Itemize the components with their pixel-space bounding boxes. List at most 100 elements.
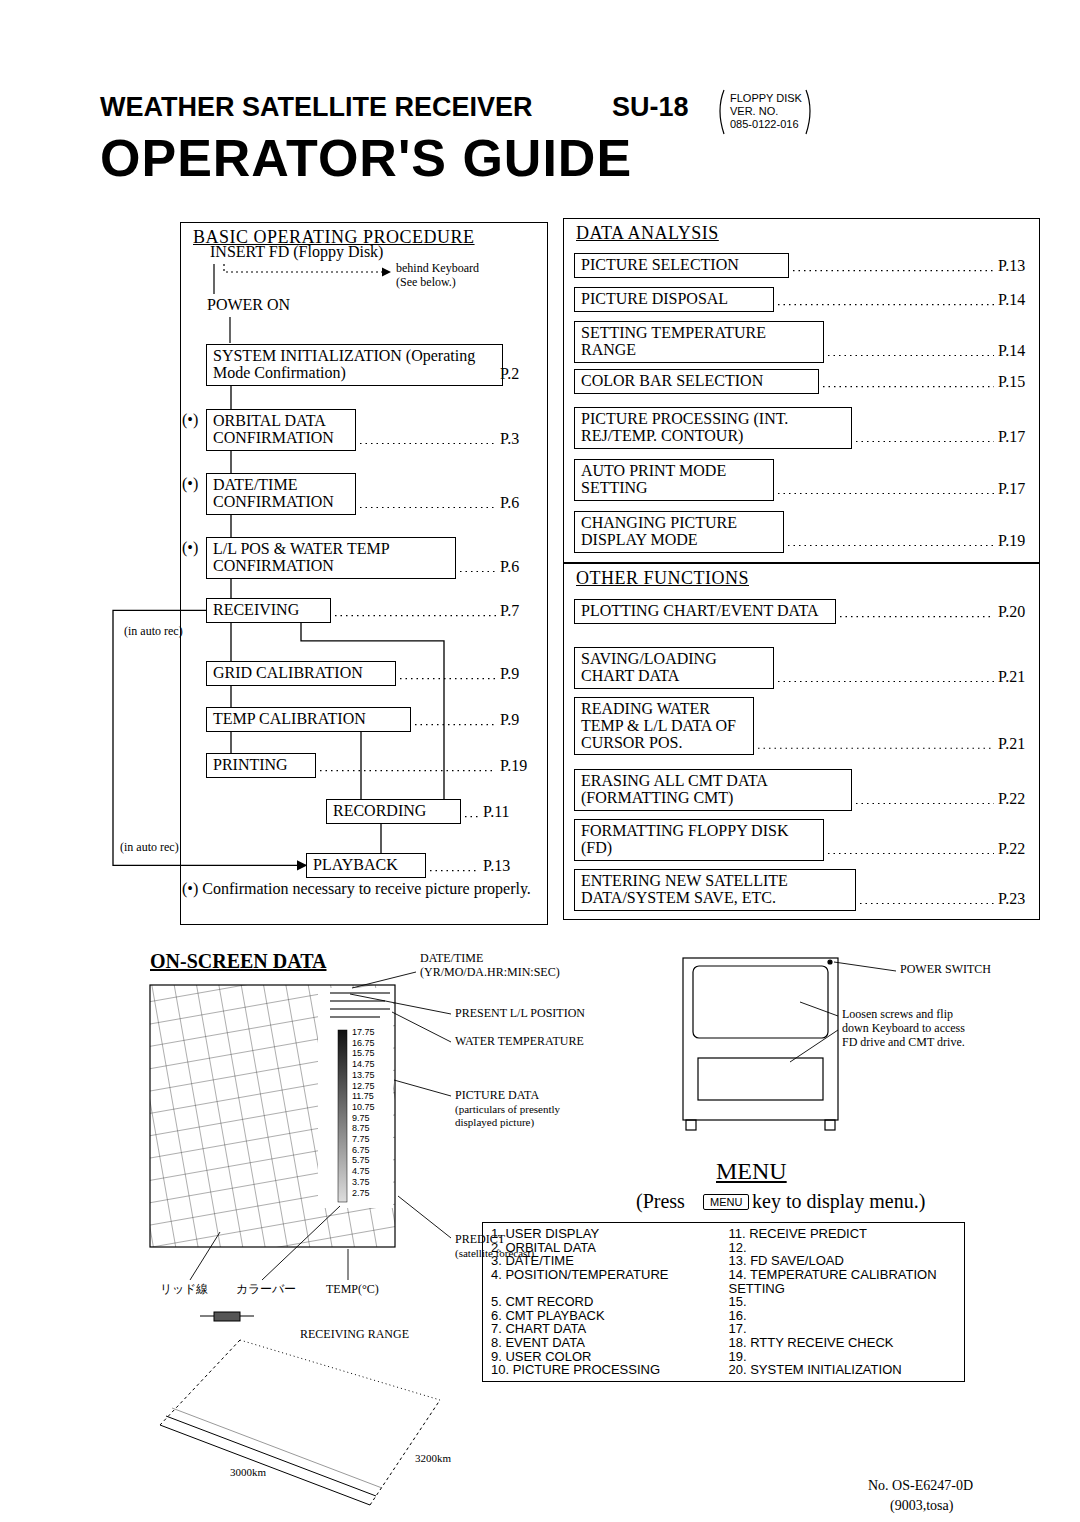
label: TEMP(°C) [326, 1283, 379, 1297]
menu-item: 18. RTTY RECEIVE CHECK [729, 1336, 957, 1350]
menu-item: 12. [729, 1241, 957, 1255]
menu-item: 20. SYSTEM INITIALIZATION [729, 1363, 957, 1377]
label: 085-0122-016 [730, 118, 799, 130]
box-text: FORMATTING FLOPPY DISK (FD) [581, 823, 817, 857]
label: Loosen screws and flip down Keyboard to … [842, 1008, 977, 1049]
label: 3000km [230, 1466, 266, 1479]
process-box: FORMATTING FLOPPY DISK (FD) [574, 819, 824, 861]
box-text: PRINTING [213, 757, 309, 774]
label: PRESENT L/L POSITION [455, 1007, 585, 1021]
box-text: PICTURE PROCESSING (INT. REJ/TEMP. CONTO… [581, 411, 845, 445]
process-box: PLOTTING CHART/EVENT DATA [574, 599, 836, 624]
dot-leader [793, 270, 994, 271]
label: POWER SWITCH [900, 963, 991, 977]
label: (in auto rec) [120, 841, 179, 855]
label: カラーバー [236, 1283, 296, 1297]
label: (•) [182, 411, 198, 429]
label: FLOPPY DISK [730, 92, 802, 104]
process-box: COLOR BAR SELECTION [574, 369, 819, 394]
floppy-bracket [720, 90, 810, 134]
process-box: SETTING TEMPERATURE RANGE [574, 321, 824, 363]
page-ref: P.21 [998, 735, 1025, 753]
label: POWER ON [207, 296, 290, 314]
box-text: GRID CALIBRATION [213, 665, 389, 682]
menu-item: 16. [729, 1309, 957, 1323]
page-ref: P.11 [483, 803, 510, 821]
dot-leader [430, 870, 479, 871]
label: (•) [182, 539, 198, 557]
process-box: ORBITAL DATA CONFIRMATION [206, 409, 356, 451]
flow-connector [230, 623, 231, 661]
label: WEATHER SATELLITE RECEIVER [100, 92, 533, 123]
label: SU-18 [612, 92, 689, 123]
label: DATE/TIME [420, 952, 483, 966]
box-text: DATE/TIME CONFIRMATION [213, 477, 349, 511]
label: 11.75 [352, 1091, 374, 1101]
box-text: AUTO PRINT MODE SETTING [581, 463, 767, 497]
label: (in auto rec) [124, 625, 183, 639]
page-ref: P.3 [500, 430, 519, 448]
process-box: ENTERING NEW SATELLITE DATA/SYSTEM SAVE,… [574, 869, 856, 911]
box-text: COLOR BAR SELECTION [581, 373, 812, 390]
process-box: PICTURE DISPOSAL [574, 287, 774, 312]
label: No. OS-E6247-0D [868, 1478, 973, 1494]
page-ref: P.22 [998, 840, 1025, 858]
box-text: RECORDING [333, 803, 454, 820]
menu-item: 13. FD SAVE/LOAD [729, 1254, 957, 1268]
box-text: PLOTTING CHART/EVENT DATA [581, 603, 829, 620]
label: リッド線 [160, 1283, 208, 1297]
label: PICTURE DATA [455, 1089, 539, 1103]
menu-item: 6. CMT PLAYBACK [491, 1309, 719, 1323]
box-text: TEMP CALIBRATION [213, 711, 404, 728]
label: 2.75 [352, 1188, 370, 1198]
label: (satellite forecast) [455, 1247, 534, 1260]
page-ref: P.14 [998, 291, 1025, 309]
box-text: SYSTEM INITIALIZATION (Operating Mode Co… [213, 348, 496, 382]
menu-item: 5. CMT RECORD [491, 1295, 719, 1309]
dot-leader [828, 853, 994, 854]
dot-leader [788, 545, 994, 546]
label: 7.75 [352, 1134, 370, 1144]
dot-leader [335, 615, 496, 616]
page-ref: P.20 [998, 603, 1025, 621]
flow-connector [230, 732, 231, 753]
page-ref: P.19 [500, 757, 527, 775]
section-panel: OTHER FUNCTIONSPLOTTING CHART/EVENT DATA… [563, 563, 1040, 920]
label: (particulars of presently displayed pict… [455, 1103, 567, 1128]
process-box: DATE/TIME CONFIRMATION [206, 473, 356, 515]
menu-item: 11. RECEIVE PREDICT [729, 1227, 957, 1241]
box-text: PICTURE DISPOSAL [581, 291, 767, 308]
label: ON-SCREEN DATA [150, 950, 327, 973]
dot-leader [460, 571, 496, 572]
dot-leader [778, 304, 994, 305]
dot-leader [860, 903, 994, 904]
box-text: PLAYBACK [313, 857, 419, 874]
label: 3200km [415, 1452, 451, 1465]
process-box: PICTURE SELECTION [574, 253, 789, 278]
process-box: SYSTEM INITIALIZATION (Operating Mode Co… [206, 344, 503, 386]
label: 4.75 [352, 1166, 370, 1176]
label: 10.75 [352, 1102, 375, 1112]
label: 9.75 [352, 1113, 370, 1123]
label: (See below.) [396, 276, 456, 290]
flow-connector [380, 824, 381, 853]
process-box: AUTO PRINT MODE SETTING [574, 459, 774, 501]
monitor-illustration [683, 958, 838, 1130]
receiving-range-illustration [160, 1312, 440, 1505]
page-ref: P.17 [998, 480, 1025, 498]
dot-leader [758, 748, 994, 749]
label: RECEIVING RANGE [300, 1328, 409, 1342]
dot-leader [856, 803, 994, 804]
process-box: RECEIVING [206, 598, 331, 623]
page-ref: P.6 [500, 558, 519, 576]
label: INSERT FD (Floppy Disk) [210, 243, 383, 261]
page-ref: P.15 [998, 373, 1025, 391]
menu-item: 10. PICTURE PROCESSING [491, 1363, 719, 1377]
box-text: READING WATER TEMP & L/L DATA OF CURSOR … [581, 701, 747, 751]
menu-item: 14. TEMPERATURE CALIBRATION SETTING [729, 1268, 957, 1295]
label: WATER TEMPERATURE [455, 1035, 584, 1049]
title: OPERATOR'S GUIDE [100, 128, 632, 188]
flow-connector [360, 732, 361, 799]
label: 16.75 [352, 1038, 375, 1048]
